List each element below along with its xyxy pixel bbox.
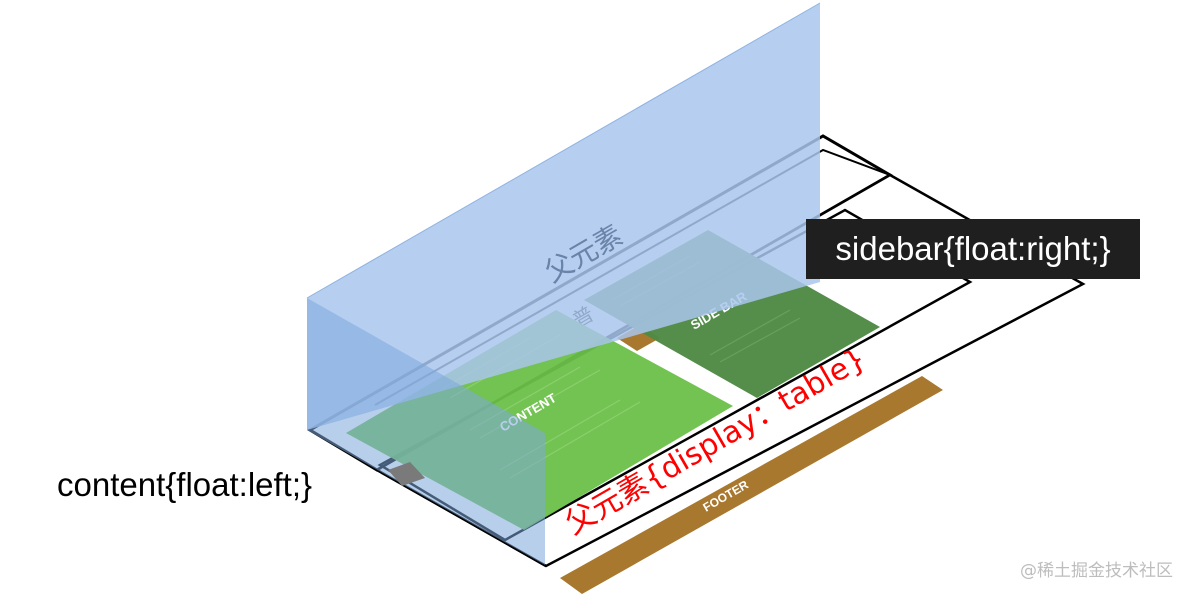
parent-wall: 父元素 xyxy=(306,2,821,565)
sidebar-callout: sidebar{float:right;} xyxy=(806,219,1140,279)
small-gray-block xyxy=(388,462,425,486)
content-callout: content{float:left;} xyxy=(57,466,313,503)
watermark: @稀土掘金技术社区 xyxy=(1020,561,1173,581)
